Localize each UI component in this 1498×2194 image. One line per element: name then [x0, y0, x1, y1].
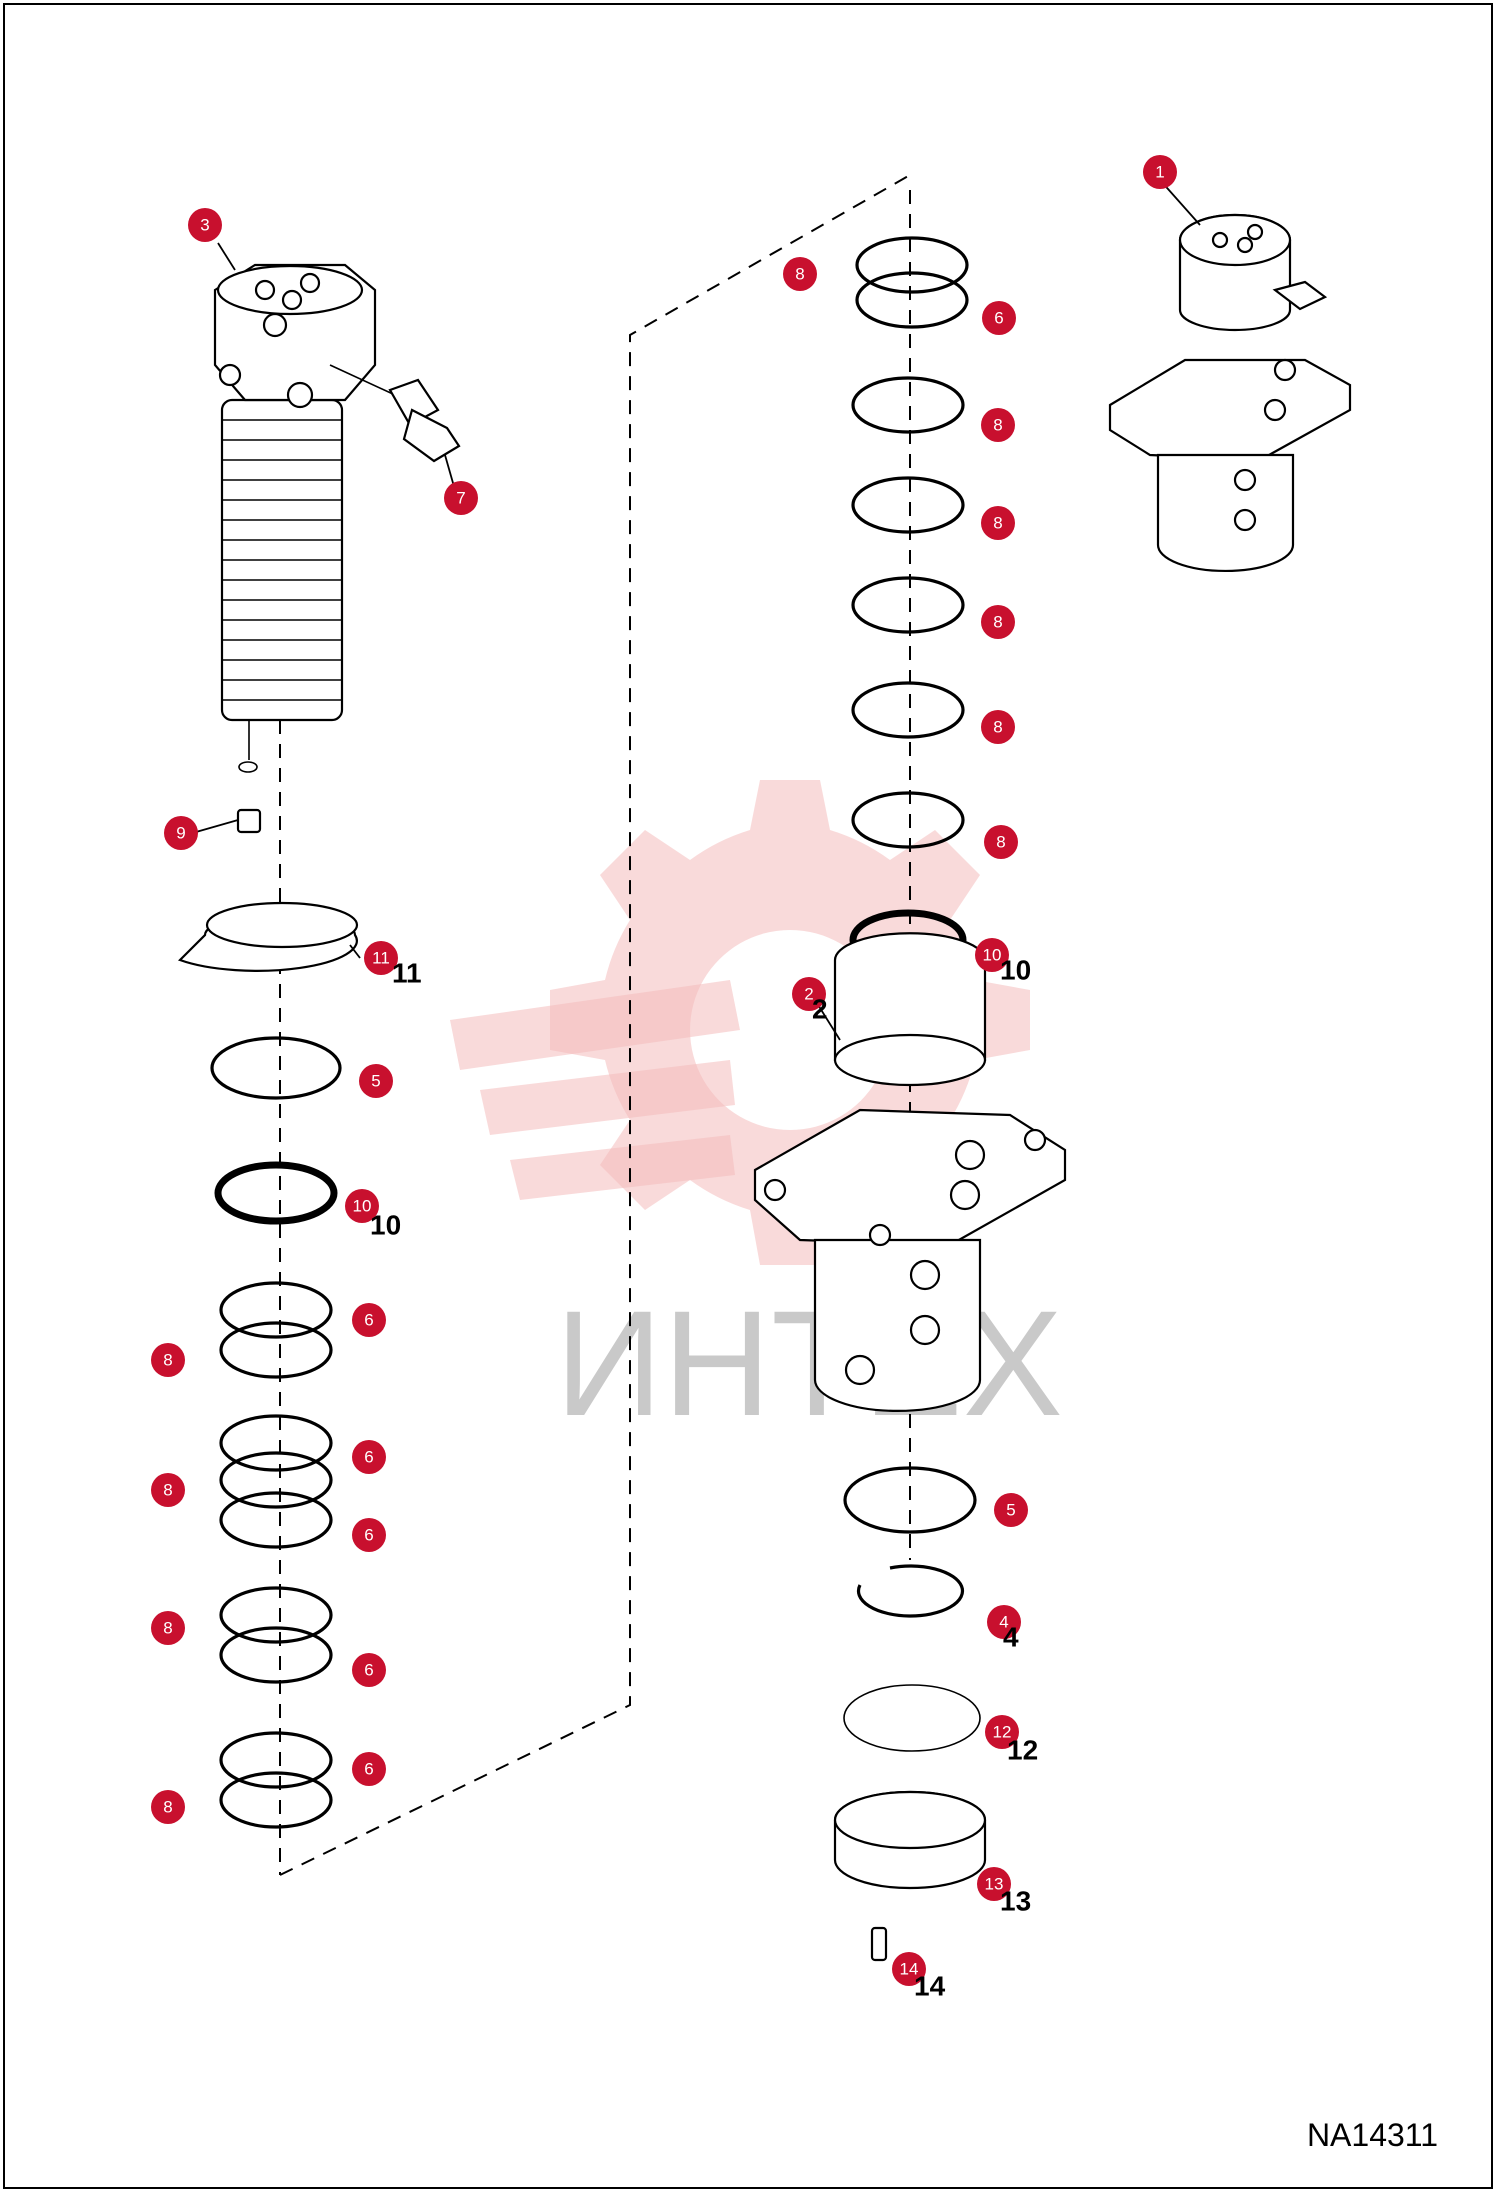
callout-number-10: 10 — [353, 1197, 372, 1216]
callout-badge-6 — [352, 1653, 386, 1687]
callout-badge-9 — [164, 816, 198, 850]
callout-badge-13 — [977, 1867, 1011, 1901]
callout-number-1: 1 — [1155, 163, 1164, 182]
part-number-label-13: 13 — [1000, 1886, 1031, 1917]
callout-number-8: 8 — [163, 1619, 172, 1638]
callout-number-14: 14 — [900, 1960, 919, 1979]
callout-number-5: 5 — [371, 1072, 380, 1091]
callout-number-7: 7 — [456, 489, 465, 508]
callout-number-8: 8 — [993, 613, 1002, 632]
callout-badge-12 — [985, 1715, 1019, 1749]
callout-badge-8 — [783, 257, 817, 291]
callout-badge-8 — [151, 1343, 185, 1377]
callout-number-6: 6 — [364, 1526, 373, 1545]
assembled-view-part — [1108, 213, 1352, 573]
callout-number-9: 9 — [176, 824, 185, 843]
part-number-label-10: 10 — [1000, 955, 1031, 986]
callout-badge-6 — [352, 1303, 386, 1337]
callout-number-8: 8 — [993, 416, 1002, 435]
callout-badge-5 — [994, 1493, 1028, 1527]
callout-badge-6 — [352, 1518, 386, 1552]
callout-number-4: 4 — [999, 1613, 1008, 1632]
small-oring-and-plug — [236, 720, 262, 834]
callout-badge-1 — [1143, 155, 1177, 189]
callout-badge-3 — [188, 208, 222, 242]
callout-number-11: 11 — [372, 949, 390, 968]
callout-badge-5 — [359, 1064, 393, 1098]
callout-number-13: 13 — [985, 1875, 1004, 1894]
callout-number-8: 8 — [993, 718, 1002, 737]
callout-badge-11 — [364, 941, 398, 975]
callout-number-6: 6 — [364, 1661, 373, 1680]
callout-number-8: 8 — [163, 1798, 172, 1817]
part-number-label-12: 12 — [1007, 1735, 1038, 1766]
callout-badge-8 — [981, 506, 1015, 540]
part-number-label-11: 11 — [392, 958, 422, 989]
part-number-label-4: 4 — [1003, 1622, 1019, 1653]
rotor-shaft-part — [213, 263, 377, 722]
drawing-frame — [3, 3, 1493, 2189]
callout-number-2: 2 — [804, 985, 813, 1004]
callout-number-8: 8 — [163, 1351, 172, 1370]
callout-badge-2 — [792, 977, 826, 1011]
callout-badge-8 — [151, 1473, 185, 1507]
callout-number-6: 6 — [994, 309, 1003, 328]
watermark-text: ИНТЕХ — [555, 1279, 1063, 1447]
callout-badge-10 — [975, 938, 1009, 972]
callout-number-8: 8 — [996, 833, 1005, 852]
callout-badge-14 — [892, 1952, 926, 1986]
callout-badge-8 — [151, 1611, 185, 1645]
callout-number-6: 6 — [364, 1311, 373, 1330]
callout-badge-8 — [981, 710, 1015, 744]
callout-badge-6 — [982, 301, 1016, 335]
callout-badge-6 — [352, 1440, 386, 1474]
callout-number-12: 12 — [993, 1723, 1012, 1742]
part-number-label-14: 14 — [914, 1971, 946, 2002]
callout-badge-8 — [981, 605, 1015, 639]
callout-badge-4 — [987, 1605, 1021, 1639]
callout-badge-8 — [981, 408, 1015, 442]
callout-badge-7 — [444, 481, 478, 515]
callout-number-6: 6 — [364, 1448, 373, 1467]
callout-number-8: 8 — [993, 514, 1002, 533]
callout-number-6: 6 — [364, 1760, 373, 1779]
callout-badge-6 — [352, 1752, 386, 1786]
callout-number-8: 8 — [795, 265, 804, 284]
left-ring-stack — [177, 901, 359, 1829]
callout-number-5: 5 — [1006, 1501, 1015, 1520]
drawing-code: NA14311 — [1306, 2117, 1438, 2153]
part-number-label-10: 10 — [370, 1210, 401, 1241]
callout-badge-8 — [984, 825, 1018, 859]
housing-part — [753, 932, 1067, 1413]
lower-right-parts — [833, 1466, 987, 1962]
part-number-label-2: 2 — [812, 994, 828, 1025]
callout-number-8: 8 — [163, 1481, 172, 1500]
callout-number-3: 3 — [200, 216, 209, 235]
callout-number-10: 10 — [983, 946, 1002, 965]
fitting-part — [329, 364, 461, 463]
callout-badge-8 — [151, 1790, 185, 1824]
callout-badge-10 — [345, 1189, 379, 1223]
